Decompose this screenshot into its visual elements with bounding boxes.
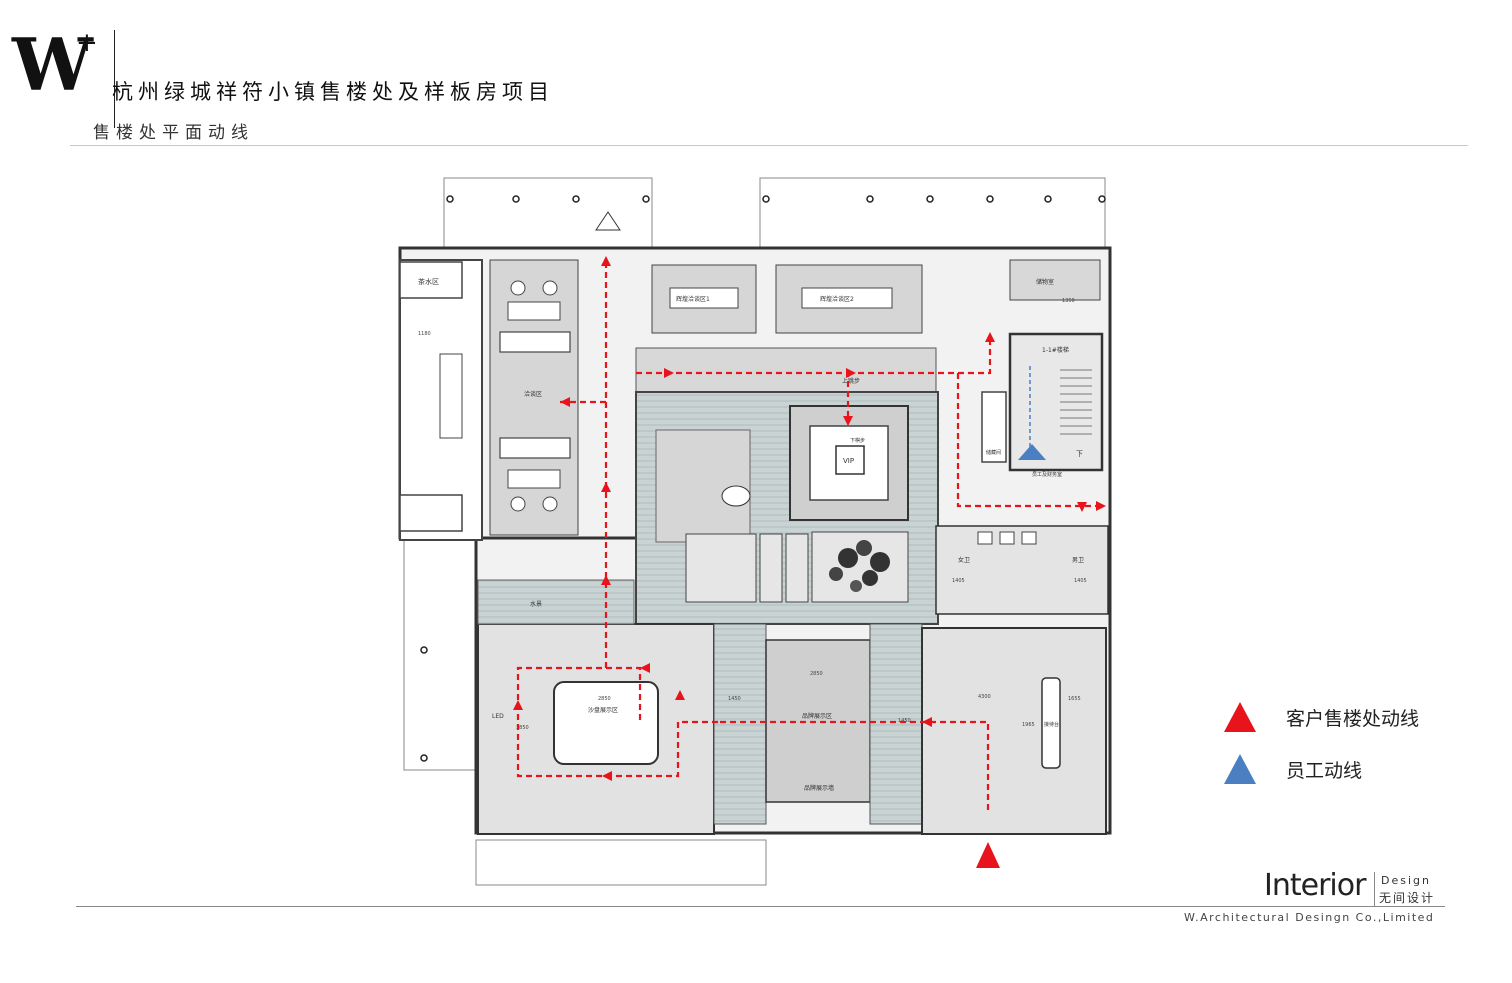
tea-zone xyxy=(399,259,483,541)
tree-icon xyxy=(829,540,890,592)
room-label-brand-wall: 品牌展示墙 xyxy=(804,784,834,792)
column-markers xyxy=(420,195,1106,762)
staff-marker-icon xyxy=(1018,444,1046,460)
tea-counter xyxy=(439,353,463,439)
room-label-meeting2: 辉煌洽谈区2 xyxy=(820,295,854,303)
footer-brand: Interior Design 无间设计 xyxy=(1264,868,1464,908)
reception-hall xyxy=(921,627,1107,835)
project-title: 杭州绿城祥符小镇售楼处及样板房项目 xyxy=(112,80,554,104)
tea-box-top xyxy=(399,261,463,299)
company-name: W.Architectural Desingn Co.,Limited xyxy=(1184,911,1435,924)
brand-wood-right xyxy=(869,623,923,825)
dim-label: 1180 xyxy=(418,331,431,337)
chair xyxy=(542,280,558,296)
terrace-right-top xyxy=(759,177,1106,249)
room-label-female-wc: 女卫 xyxy=(958,556,970,564)
corridor-main xyxy=(635,347,937,393)
room-label-down: 下 xyxy=(1076,450,1083,458)
room-label-male-wc: 男卫 xyxy=(1072,557,1084,564)
room-label-vip: VIP xyxy=(843,457,854,465)
room-label-stair: 1-1#楼梯 xyxy=(1042,346,1069,354)
sand-table xyxy=(553,681,659,765)
room-label-vip-room: 下棋步 xyxy=(850,437,865,444)
room-label-brand-display: 品牌展示区 xyxy=(802,712,832,720)
sink-1 xyxy=(977,531,993,545)
entrance-marker-icon xyxy=(595,211,621,231)
dim-label: 1450 xyxy=(728,696,741,702)
meeting-table-1 xyxy=(669,287,739,309)
route-legend: 客户售楼处动线 员工动线 xyxy=(1220,698,1460,798)
dim-label: 1350 xyxy=(1062,298,1075,304)
blue-triangle-icon xyxy=(1224,754,1256,784)
sink-2 xyxy=(999,531,1015,545)
room-label-storage: 储物室 xyxy=(1036,278,1054,286)
brand-tag-box: Design 无间设计 xyxy=(1374,872,1445,907)
chair xyxy=(510,280,526,296)
terrace-bottom xyxy=(475,839,767,886)
customer-entrance-icon xyxy=(976,842,1000,868)
customer-route-arrows xyxy=(513,256,1106,781)
sink-3 xyxy=(1021,531,1037,545)
chair xyxy=(542,496,558,512)
stair-treads xyxy=(1060,369,1092,435)
dim-label: 4300 xyxy=(978,694,991,700)
meeting-table-2 xyxy=(801,287,893,309)
dim-label: 1965 xyxy=(1022,722,1035,728)
dim-label: 2850 xyxy=(810,671,823,677)
brand-cn-name: 无间设计 xyxy=(1379,891,1436,905)
room-label-meeting1: 辉煌洽谈区1 xyxy=(676,295,710,303)
room-label-reception: 接待台 xyxy=(1044,721,1059,728)
equipment-room xyxy=(981,391,1007,463)
dim-label: 3850 xyxy=(516,725,529,731)
legend-item-staff: 员工动线 xyxy=(1220,750,1460,790)
vip-inner xyxy=(835,445,865,475)
courtyard-bench-2 xyxy=(759,533,783,603)
sofa-neg-2 xyxy=(499,437,571,459)
company-logo: W + xyxy=(12,22,115,128)
terrace-left-side xyxy=(403,534,477,771)
legend-label-customer: 客户售楼处动线 xyxy=(1286,708,1420,730)
legend-label-staff: 员工动线 xyxy=(1286,760,1363,782)
dim-label: 1405 xyxy=(952,578,965,584)
rock-icon xyxy=(721,485,751,507)
header-divider xyxy=(70,145,1468,146)
room-label-pool: 水景 xyxy=(530,600,542,608)
brand-wood-left xyxy=(713,623,767,825)
room-label-equipment: 储藏间 xyxy=(986,449,1001,456)
room-label-negotiation: 洽谈区 xyxy=(524,390,542,398)
tea-box-bottom xyxy=(399,494,463,532)
dim-label: 1655 xyxy=(1068,696,1081,702)
logo-plus-mark: + xyxy=(76,28,98,58)
logo-divider xyxy=(114,30,115,128)
table-neg-2 xyxy=(507,469,561,489)
dim-label: 1405 xyxy=(1074,578,1087,584)
page-subtitle: 售楼处平面动线 xyxy=(93,123,254,143)
storage-room xyxy=(1009,259,1101,301)
pool-strip xyxy=(477,579,635,625)
room-label-sand-table: 沙盘展示区 xyxy=(588,706,618,714)
reception-desk xyxy=(1041,677,1061,769)
footer-divider xyxy=(76,906,1436,907)
chair xyxy=(510,496,526,512)
table-neg-1 xyxy=(507,301,561,321)
room-label-led: LED xyxy=(492,713,504,720)
brand-wordmark: Interior xyxy=(1264,868,1366,903)
sofa-neg-1 xyxy=(499,331,571,353)
room-label-tea: 茶水区 xyxy=(418,277,439,286)
room-label-staff: 员工及财务室 xyxy=(1032,471,1062,478)
room-label-water-step: 上跳步 xyxy=(842,377,860,385)
dim-label: 2850 xyxy=(598,696,611,702)
terrace-left-top xyxy=(443,177,653,249)
courtyard-bench-3 xyxy=(785,533,809,603)
floor-plan: 茶水区 洽谈区 辉煌洽谈区1 辉煌洽谈区2 上跳步 VIP 下棋步 xyxy=(398,177,1112,886)
logo-w-mark: W xyxy=(12,22,93,107)
brand-tag: Design xyxy=(1381,874,1431,887)
courtyard-bench-1 xyxy=(685,533,757,603)
legend-item-customer: 客户售楼处动线 xyxy=(1220,698,1460,738)
red-triangle-icon xyxy=(1224,702,1256,732)
